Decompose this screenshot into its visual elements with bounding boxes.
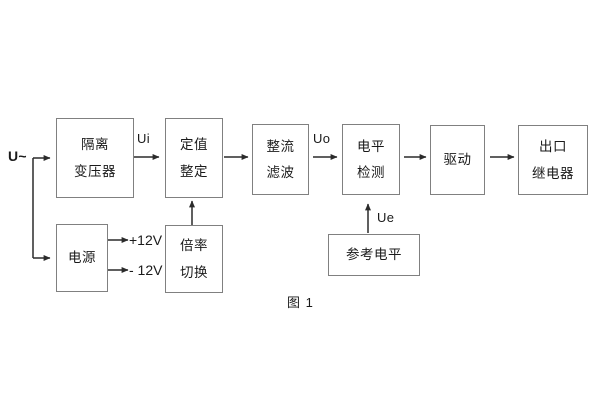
block-line: 驱动: [443, 152, 472, 168]
block-drive[interactable]: 驱动: [430, 125, 485, 195]
input-source-label: U~: [8, 148, 27, 164]
block-power-supply[interactable]: 电源: [56, 224, 108, 292]
block-line: 检测: [357, 165, 385, 180]
block-line: 变压器: [74, 163, 116, 179]
block-line: 出口: [539, 139, 567, 154]
block-line: 隔离: [81, 137, 109, 152]
signal-label-uo: Uo: [313, 131, 331, 146]
block-line: 定值: [180, 137, 208, 152]
block-line: 倍率: [180, 238, 208, 253]
block-line: 滤波: [266, 165, 295, 180]
signal-label-ue: Ue: [377, 210, 395, 225]
figure-caption: 图 1: [287, 295, 314, 310]
block-line: 电平: [357, 138, 385, 154]
block-output-relay[interactable]: 出口 继电器: [518, 125, 588, 195]
block-reference-level[interactable]: 参考电平: [328, 234, 420, 276]
block-setpoint-adjust[interactable]: 定值 整定: [165, 118, 223, 198]
block-line: 整定: [180, 163, 208, 179]
block-isolation-transformer[interactable]: 隔离 变压器: [56, 118, 134, 198]
block-line: 电源: [68, 250, 96, 266]
rail-label-negative: - 12V: [129, 262, 163, 278]
block-multiplier-switch[interactable]: 倍率 切换: [165, 225, 223, 293]
block-rectify-filter[interactable]: 整流 滤波: [252, 124, 309, 195]
block-line: 整流: [266, 138, 295, 154]
block-line: 切换: [180, 264, 208, 280]
block-level-detect[interactable]: 电平 检测: [342, 124, 400, 195]
signal-label-ui: Ui: [137, 131, 150, 146]
block-line: 参考电平: [346, 247, 402, 263]
block-line: 继电器: [532, 165, 574, 181]
rail-label-positive: +12V: [129, 232, 163, 248]
